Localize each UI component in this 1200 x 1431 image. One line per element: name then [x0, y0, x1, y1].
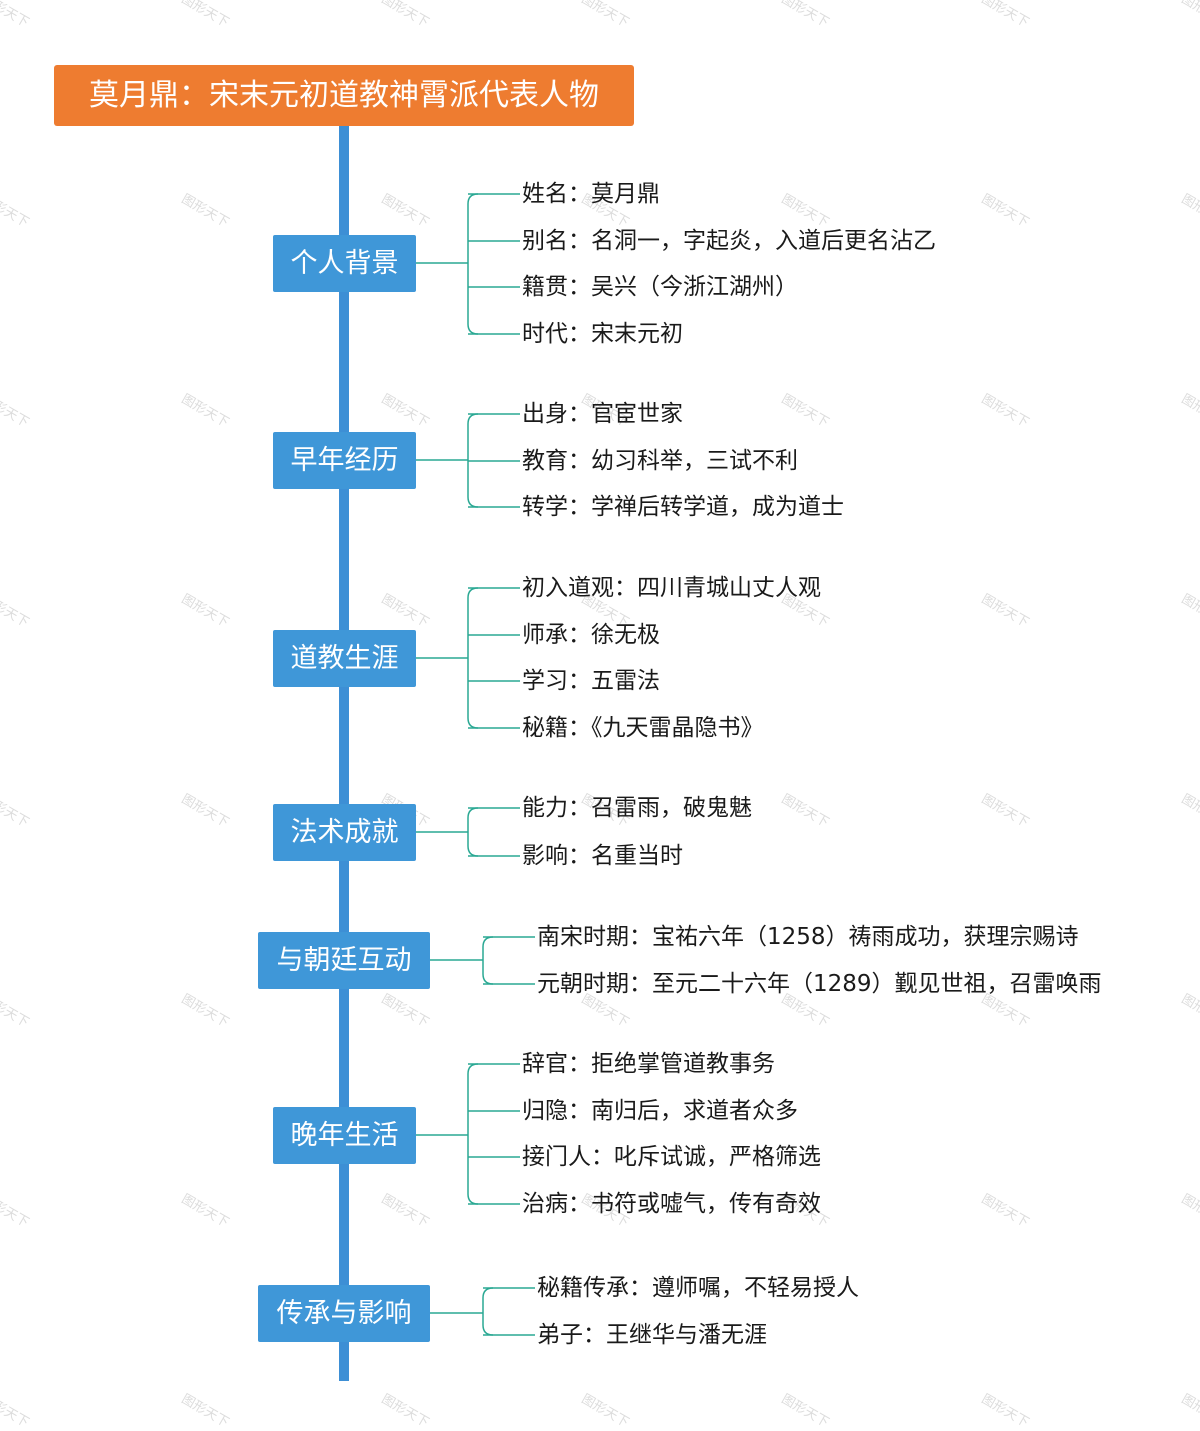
leaf-item[interactable]: 籍贯：吴兴（今浙江湖州）	[522, 274, 798, 300]
root-title[interactable]: 莫月鼎：宋末元初道教神霄派代表人物	[54, 65, 634, 126]
leaf-item[interactable]: 归隐：南归后，求道者众多	[522, 1098, 798, 1124]
leaf-item[interactable]: 出身：官宦世家	[522, 401, 683, 427]
branch-node[interactable]: 个人背景	[273, 235, 416, 292]
branch-node[interactable]: 法术成就	[273, 804, 416, 861]
leaf-item[interactable]: 元朝时期：至元二十六年（1289）觐见世祖，召雷唤雨	[537, 971, 1102, 997]
leaf-item[interactable]: 别名：名洞一，字起炎，入道后更名沾乙	[522, 228, 936, 254]
leaf-item[interactable]: 教育：幼习科举，三试不利	[522, 448, 798, 474]
branch-node[interactable]: 道教生涯	[273, 630, 416, 687]
leaf-item[interactable]: 治病：书符或嘘气，传有奇效	[522, 1191, 821, 1217]
branch-node[interactable]: 早年经历	[273, 432, 416, 489]
leaf-item[interactable]: 时代：宋末元初	[522, 321, 683, 347]
leaf-item[interactable]: 学习：五雷法	[522, 668, 660, 694]
bracket-connector	[467, 807, 479, 857]
bracket-connector	[482, 1287, 494, 1336]
leaf-item[interactable]: 秘籍传承：遵师嘱，不轻易授人	[537, 1275, 859, 1301]
leaf-item[interactable]: 接门人：叱斥试诚，严格筛选	[522, 1144, 821, 1170]
leaf-item[interactable]: 转学：学禅后转学道，成为道士	[522, 494, 844, 520]
bracket-connector	[467, 1063, 479, 1205]
branch-node[interactable]: 与朝廷互动	[258, 932, 430, 989]
leaf-item[interactable]: 南宋时期：宝祐六年（1258）祷雨成功，获理宗赐诗	[537, 924, 1079, 950]
main-spine	[339, 126, 349, 1381]
leaf-item[interactable]: 师承：徐无极	[522, 622, 660, 648]
leaf-item[interactable]: 弟子：王继华与潘无涯	[537, 1322, 767, 1348]
leaf-item[interactable]: 影响：名重当时	[522, 843, 683, 869]
branch-node[interactable]: 传承与影响	[258, 1285, 430, 1342]
leaf-item[interactable]: 辞官：拒绝掌管道教事务	[522, 1051, 775, 1077]
branch-node[interactable]: 晚年生活	[273, 1107, 416, 1164]
leaf-item[interactable]: 姓名：莫月鼎	[522, 181, 660, 207]
bracket-connector	[482, 936, 494, 985]
leaf-item[interactable]: 初入道观：四川青城山丈人观	[522, 575, 821, 601]
leaf-item[interactable]: 秘籍：《九天雷晶隐书》	[522, 715, 764, 741]
bracket-connector	[467, 193, 479, 335]
bracket-connector	[467, 587, 479, 729]
leaf-item[interactable]: 能力：召雷雨，破鬼魅	[522, 795, 752, 821]
